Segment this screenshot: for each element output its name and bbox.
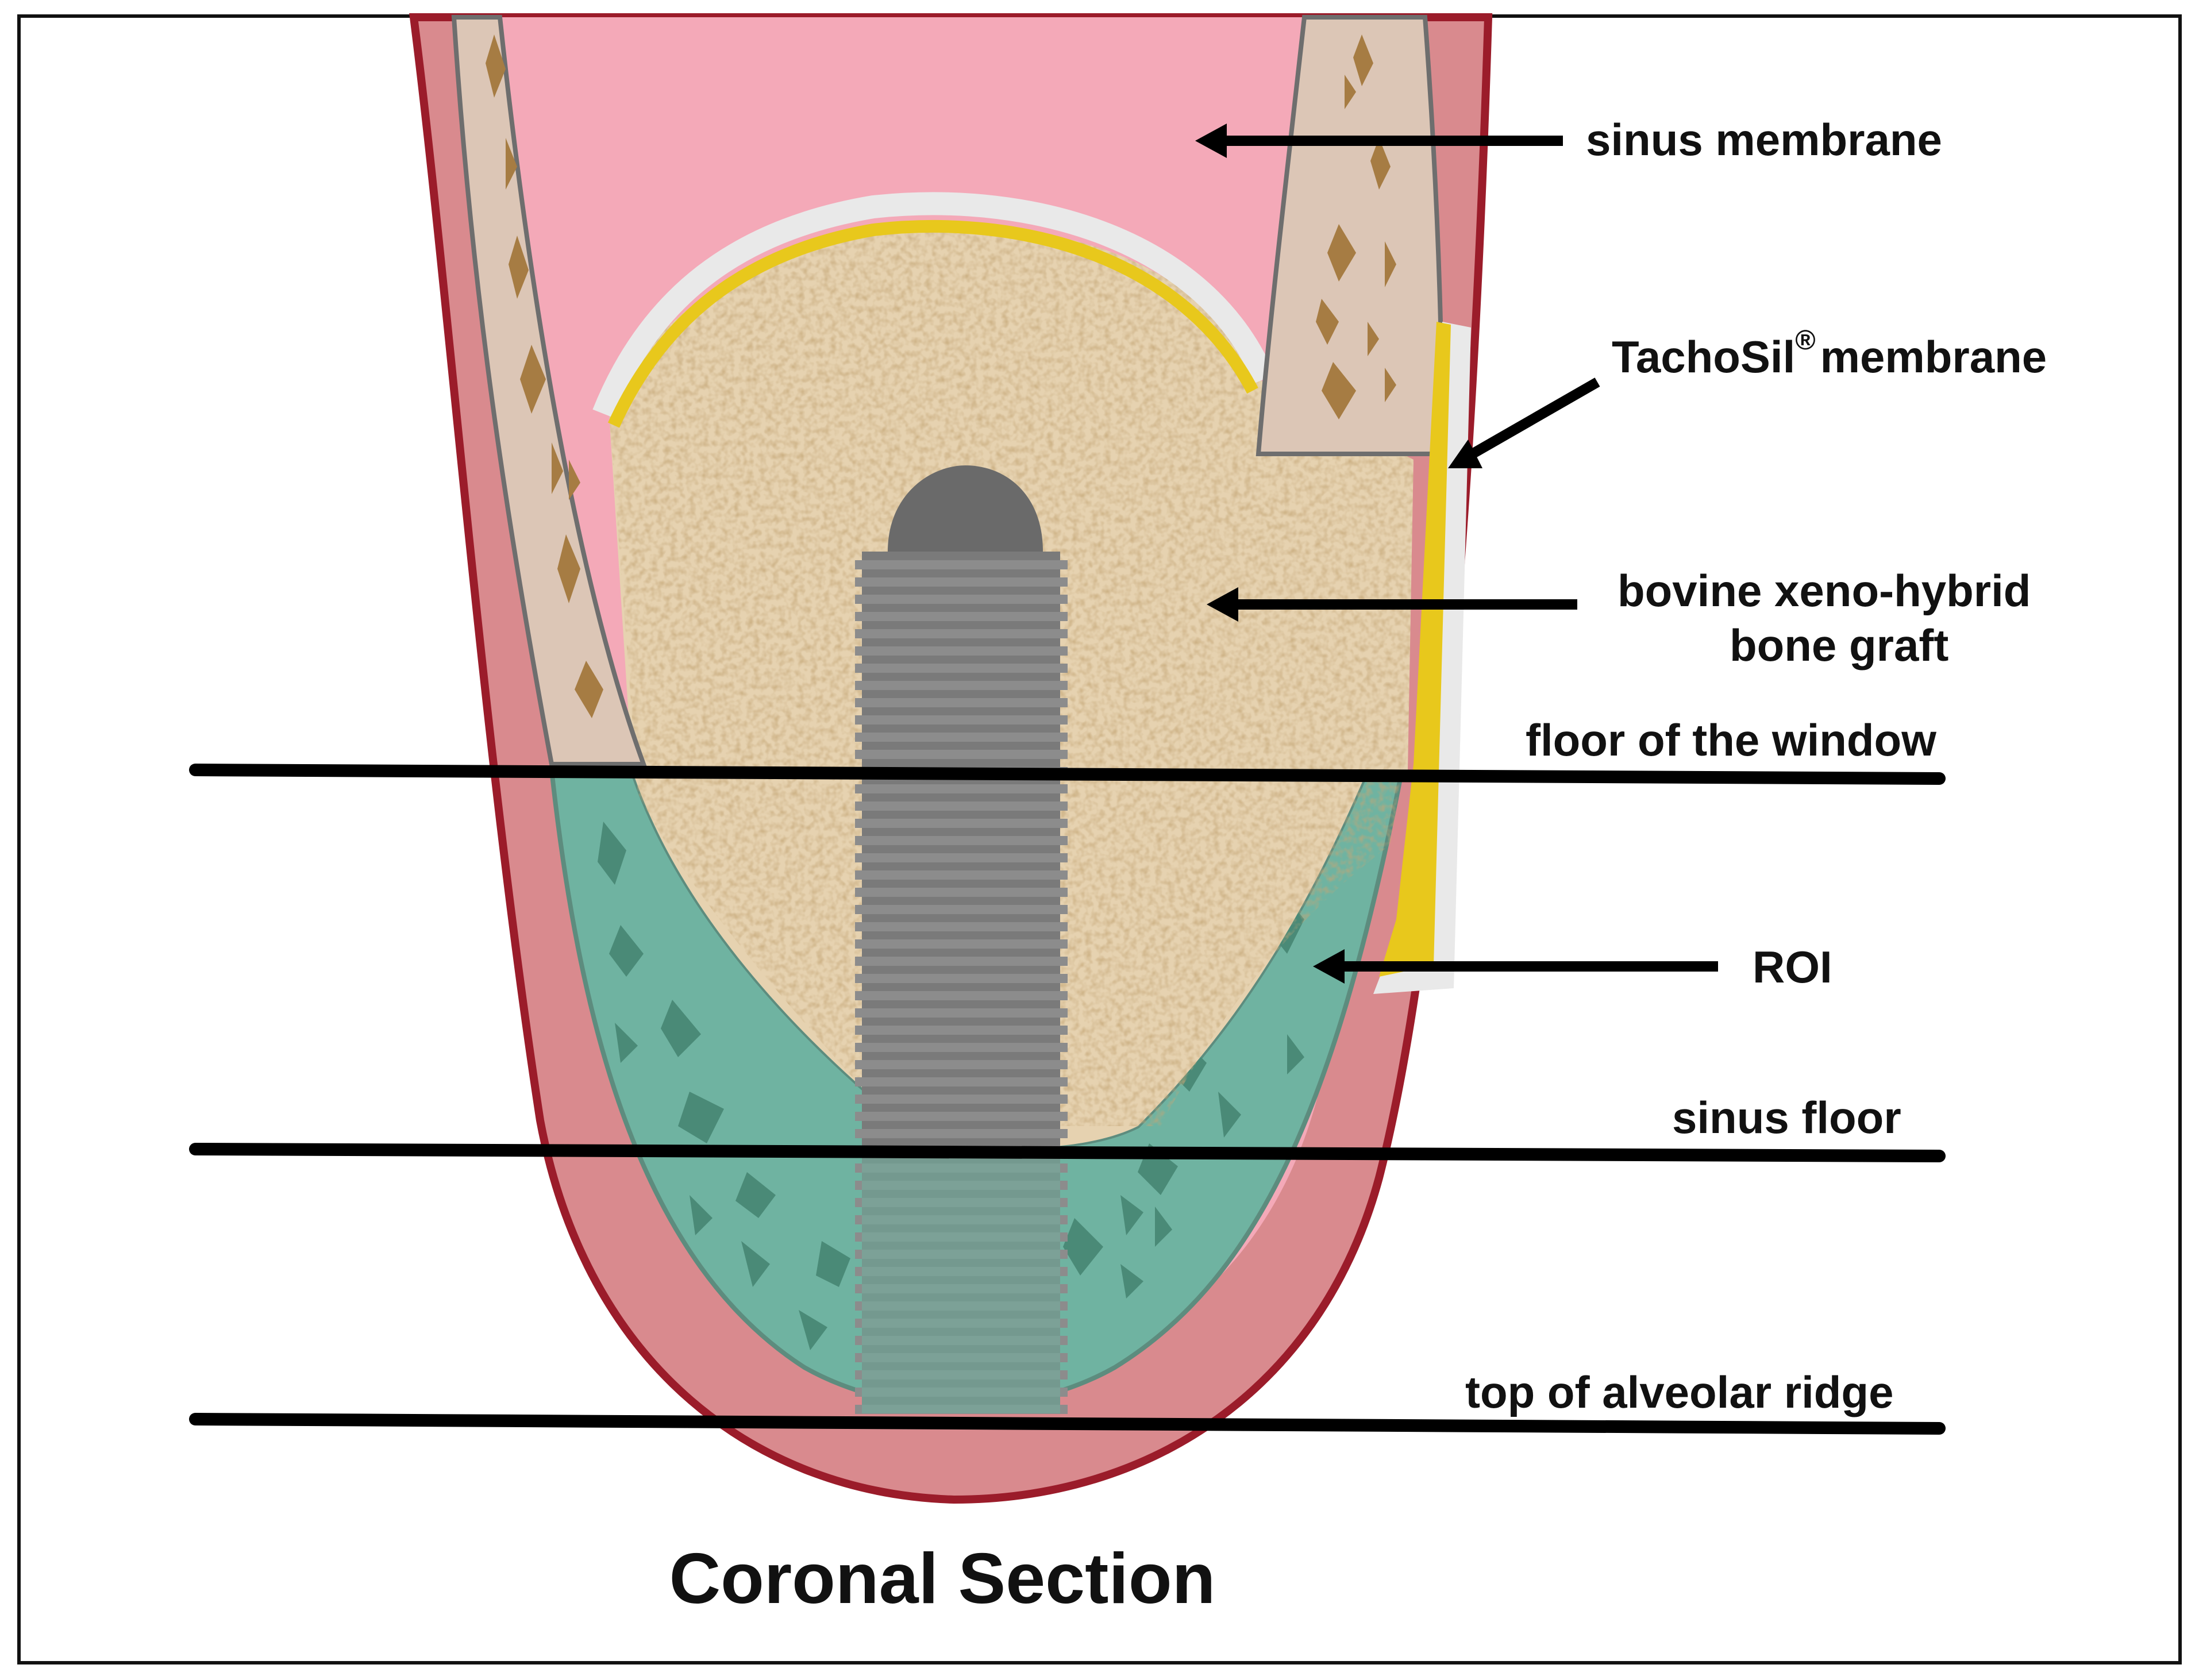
- implant-thread: [855, 733, 1068, 742]
- implant-thread: [855, 1026, 1068, 1035]
- roi-arrowhead: [1313, 949, 1345, 984]
- label-sinus-floor: sinus floor: [1672, 1092, 1901, 1143]
- label-tachosil-registered: ®: [1795, 325, 1815, 356]
- floor-of-window-line: [189, 764, 1946, 785]
- right-bone-flecks: [1316, 34, 1396, 419]
- implant-thread: [855, 560, 1068, 569]
- sinus-floor-line: [189, 1143, 1946, 1162]
- implant-thread: [855, 974, 1068, 983]
- roi-bone-overlay: [862, 1149, 1060, 1413]
- implant-thread: [855, 957, 1068, 966]
- tachosil-arrowhead: [1448, 440, 1482, 468]
- tachosil-lateral-yellow: [1379, 322, 1451, 977]
- tachosil-dome-white: [592, 192, 1275, 418]
- implant-thread: [855, 629, 1068, 638]
- implant-thread: [855, 1077, 1068, 1086]
- implant-thread: [855, 698, 1068, 707]
- label-tachosil-suffix: membrane: [1820, 332, 2047, 382]
- implant-thread: [855, 1008, 1068, 1018]
- implant-thread: [855, 784, 1068, 793]
- label-tachosil-membrane: TachoSil®membrane: [1612, 325, 2047, 382]
- implant-thread: [855, 922, 1068, 931]
- tachosil-arrow: [1459, 377, 1600, 464]
- implant-thread: [855, 905, 1068, 914]
- label-graft-line2: bone graft: [1730, 620, 1948, 671]
- label-roi: ROI: [1753, 942, 1832, 992]
- implant-thread: [855, 1060, 1068, 1069]
- label-graft-line1: bovine xeno-hybrid: [1618, 565, 2031, 616]
- left-bone-flecks: [486, 34, 603, 718]
- tachosil-lateral-white: [1373, 322, 1471, 994]
- implant-thread: [855, 664, 1068, 673]
- label-tachosil-name: TachoSil: [1612, 332, 1795, 382]
- implant-thread: [855, 870, 1068, 880]
- implant-thread: [855, 836, 1068, 845]
- implant-thread: [855, 1112, 1068, 1121]
- arrows: [1195, 124, 1718, 984]
- implant-thread: [855, 853, 1068, 862]
- implant-thread: [855, 646, 1068, 656]
- top-of-alveolar-ridge-line: [189, 1413, 1946, 1435]
- implant-thread: [855, 681, 1068, 690]
- implant-thread: [855, 1043, 1068, 1052]
- implant-thread: [855, 612, 1068, 621]
- implant-thread: [855, 939, 1068, 949]
- implant-thread: [855, 1095, 1068, 1104]
- tachosil-dome-yellow: [607, 219, 1258, 428]
- implant-head: [888, 465, 1043, 552]
- implant-thread: [855, 819, 1068, 828]
- sinus-membrane-arrowhead: [1195, 124, 1227, 158]
- implant-thread: [855, 595, 1068, 604]
- figure-caption: Coronal Section: [669, 1539, 1216, 1619]
- left-cortical-bone: [451, 15, 647, 766]
- bone-graft-arrowhead: [1207, 587, 1238, 622]
- label-floor-of-window: floor of the window: [1526, 715, 1936, 765]
- implant-thread: [855, 802, 1068, 811]
- label-sinus-membrane: sinus membrane: [1586, 114, 1942, 165]
- implant-thread: [855, 1129, 1068, 1138]
- implant-thread: [855, 715, 1068, 725]
- implant-thread: [855, 991, 1068, 1000]
- label-top-of-alveolar-ridge: top of alveolar ridge: [1465, 1367, 1893, 1417]
- implant-thread: [855, 577, 1068, 587]
- implant-thread: [855, 888, 1068, 897]
- implant-thread: [855, 750, 1068, 759]
